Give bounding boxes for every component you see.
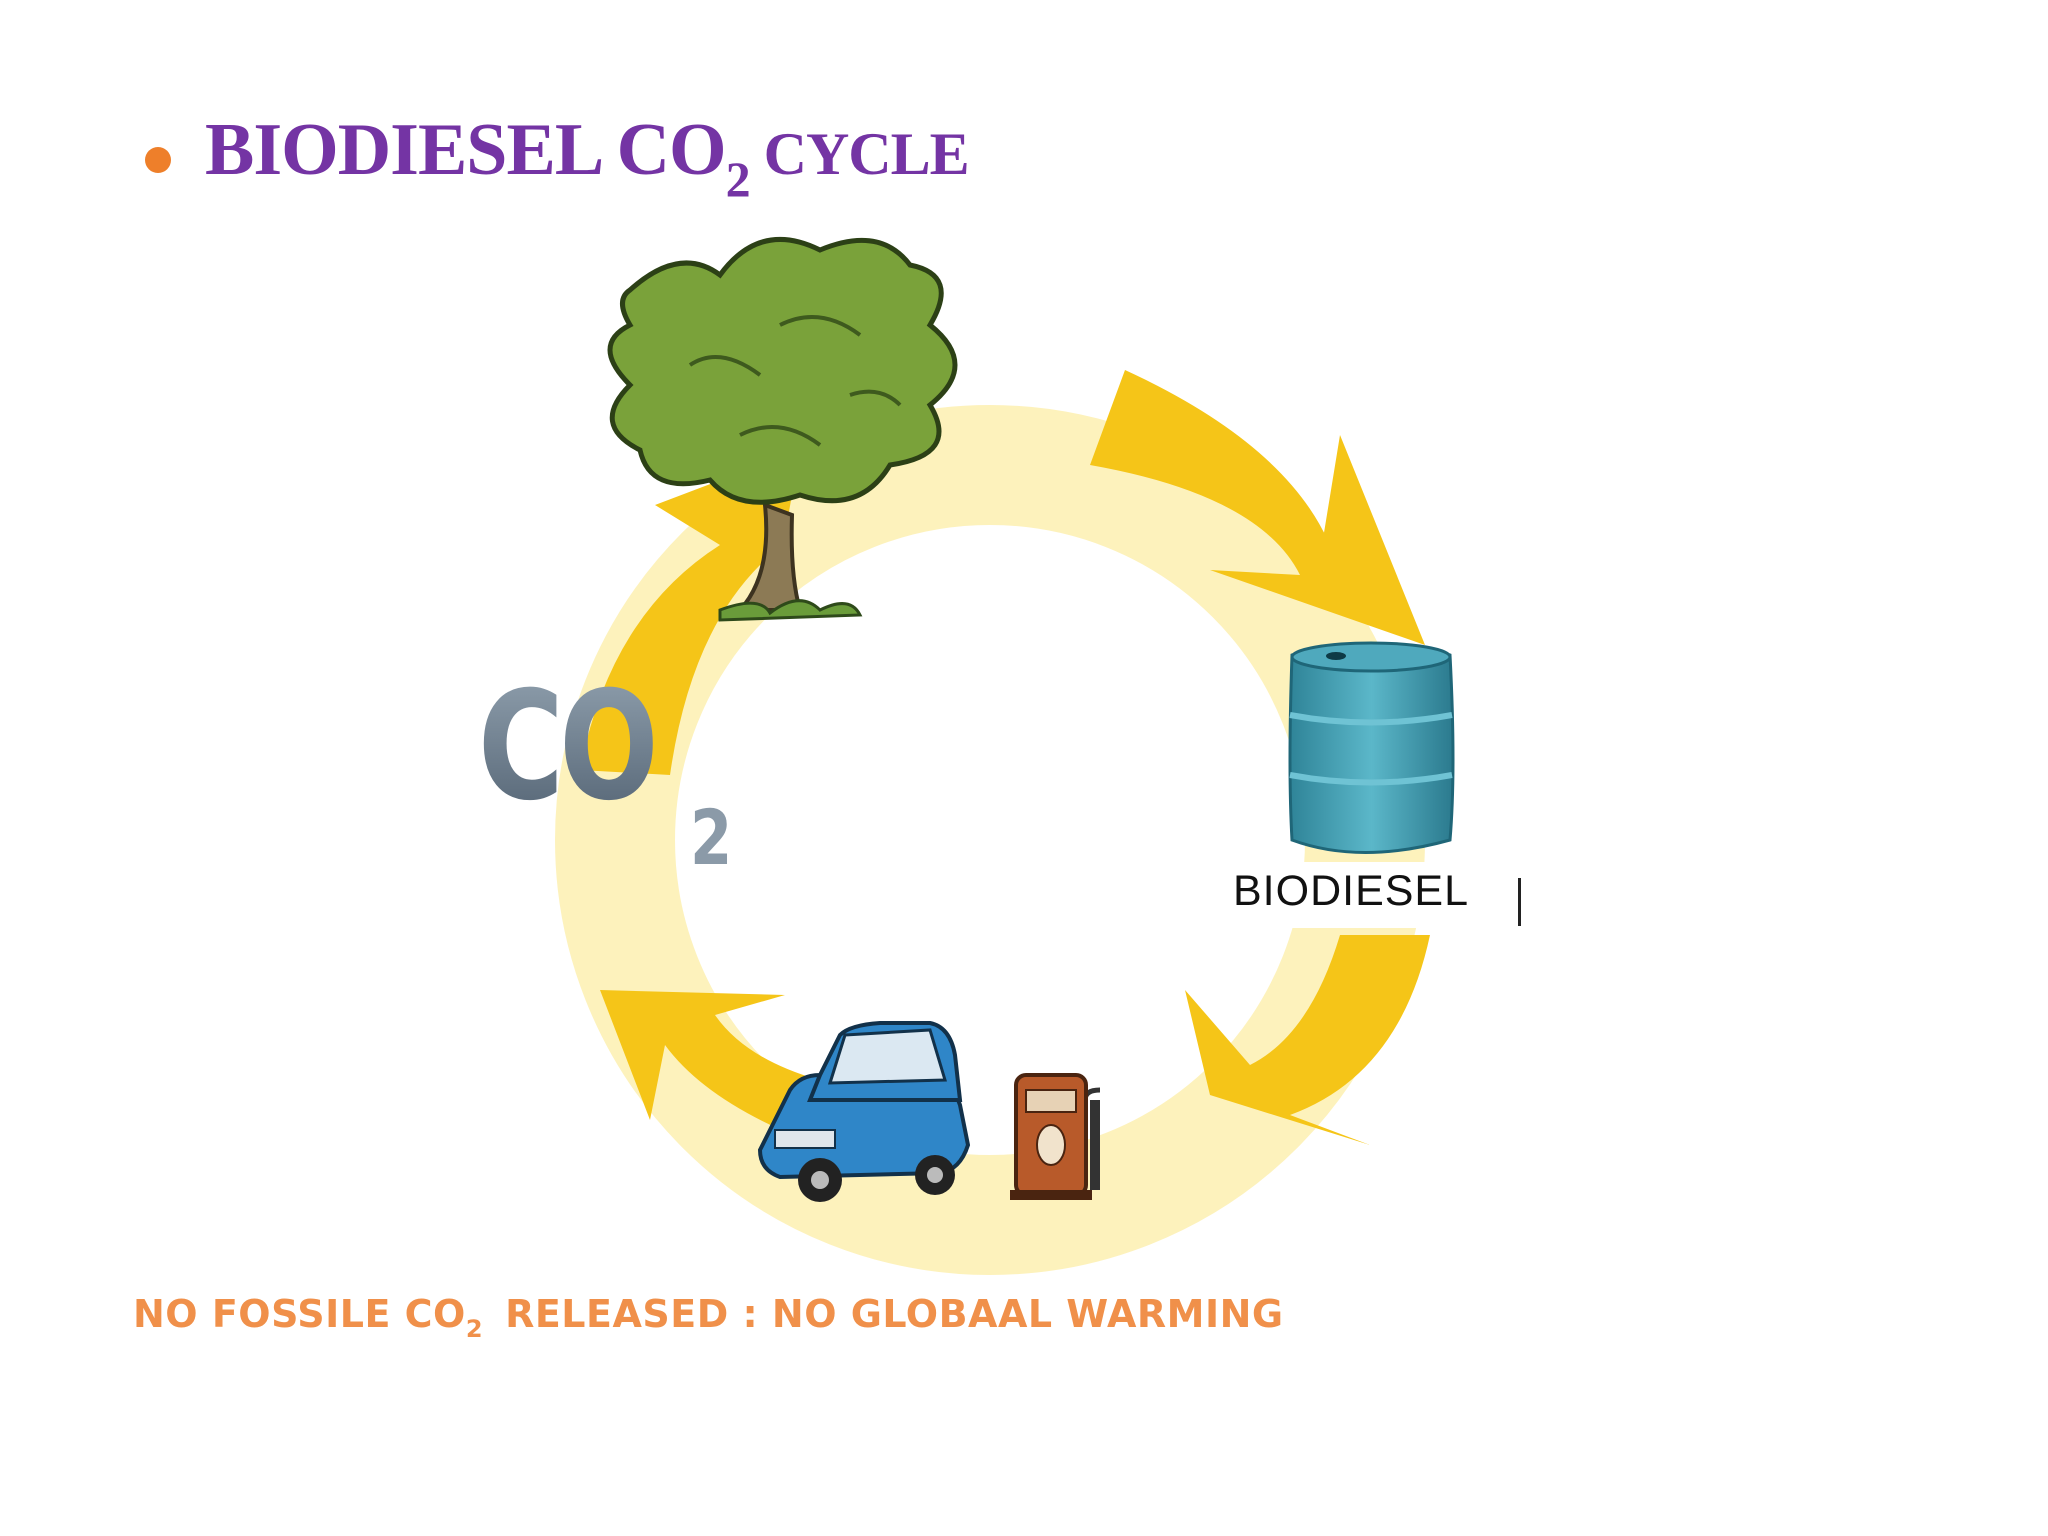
biodiesel-label: BIODIESEL (1233, 867, 1470, 915)
fuel-pump-icon (1010, 1073, 1101, 1200)
footer-part1: NO FOSSILE CO (133, 1292, 466, 1336)
footer-part2: RELEASED : NO GLOBAAL WARMING (505, 1292, 1284, 1336)
text-cursor (1518, 878, 1521, 926)
title-subscript: 2 (725, 151, 751, 207)
arrow-bottom-right (1185, 935, 1430, 1145)
co2-cycle-diagram (555, 236, 1455, 1275)
footer-caption: NO FOSSILE CO2 RELEASED : NO GLOBAAL WARM… (133, 1292, 1284, 1343)
barrel-icon (1288, 641, 1455, 854)
slide-title: BIODIESEL CO2 CYCLE (145, 108, 970, 208)
title-main: BIODIESEL CO (205, 109, 727, 191)
bullet-icon (145, 147, 171, 173)
co2-label: CO (478, 660, 659, 834)
co2-subscript: 2 (690, 793, 733, 882)
arrow-top-right (1090, 370, 1425, 645)
car-icon (757, 1021, 971, 1202)
footer-subscript: 2 (465, 1315, 484, 1343)
biodiesel-label-background (1218, 862, 1518, 928)
tree-icon (607, 236, 958, 622)
title-text: BIODIESEL CO2 CYCLE (205, 108, 970, 208)
arrow-top-left (580, 450, 800, 775)
title-suffix: CYCLE (749, 121, 970, 187)
